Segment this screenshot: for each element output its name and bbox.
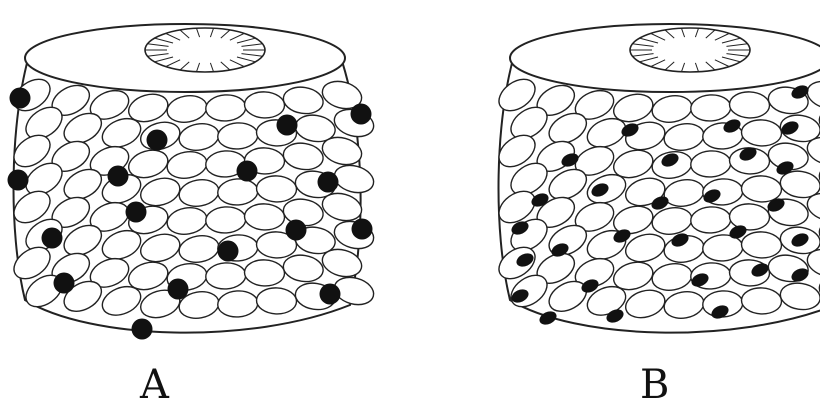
polyp-column-b bbox=[493, 24, 820, 333]
marker-dot bbox=[277, 115, 298, 136]
marker-dot bbox=[351, 104, 372, 125]
marker-dot bbox=[286, 220, 307, 241]
panel-label-b: B bbox=[640, 365, 670, 405]
marker-dot bbox=[318, 172, 339, 193]
marker-dot bbox=[132, 319, 153, 340]
marker-dot bbox=[126, 202, 147, 223]
marker-dot bbox=[8, 170, 29, 191]
marker-dot bbox=[54, 273, 75, 294]
marker-dot bbox=[320, 284, 341, 305]
marker-dot bbox=[42, 228, 63, 249]
marker-dot bbox=[108, 166, 129, 187]
marker-dot bbox=[147, 130, 168, 151]
marker-dot bbox=[168, 279, 189, 300]
marker-dot bbox=[10, 88, 31, 109]
column-top-rim bbox=[510, 24, 820, 92]
marker-dot bbox=[237, 161, 258, 182]
panel-label-a: A bbox=[140, 365, 170, 405]
marker-dot bbox=[352, 219, 373, 240]
marker-dot bbox=[218, 241, 239, 262]
